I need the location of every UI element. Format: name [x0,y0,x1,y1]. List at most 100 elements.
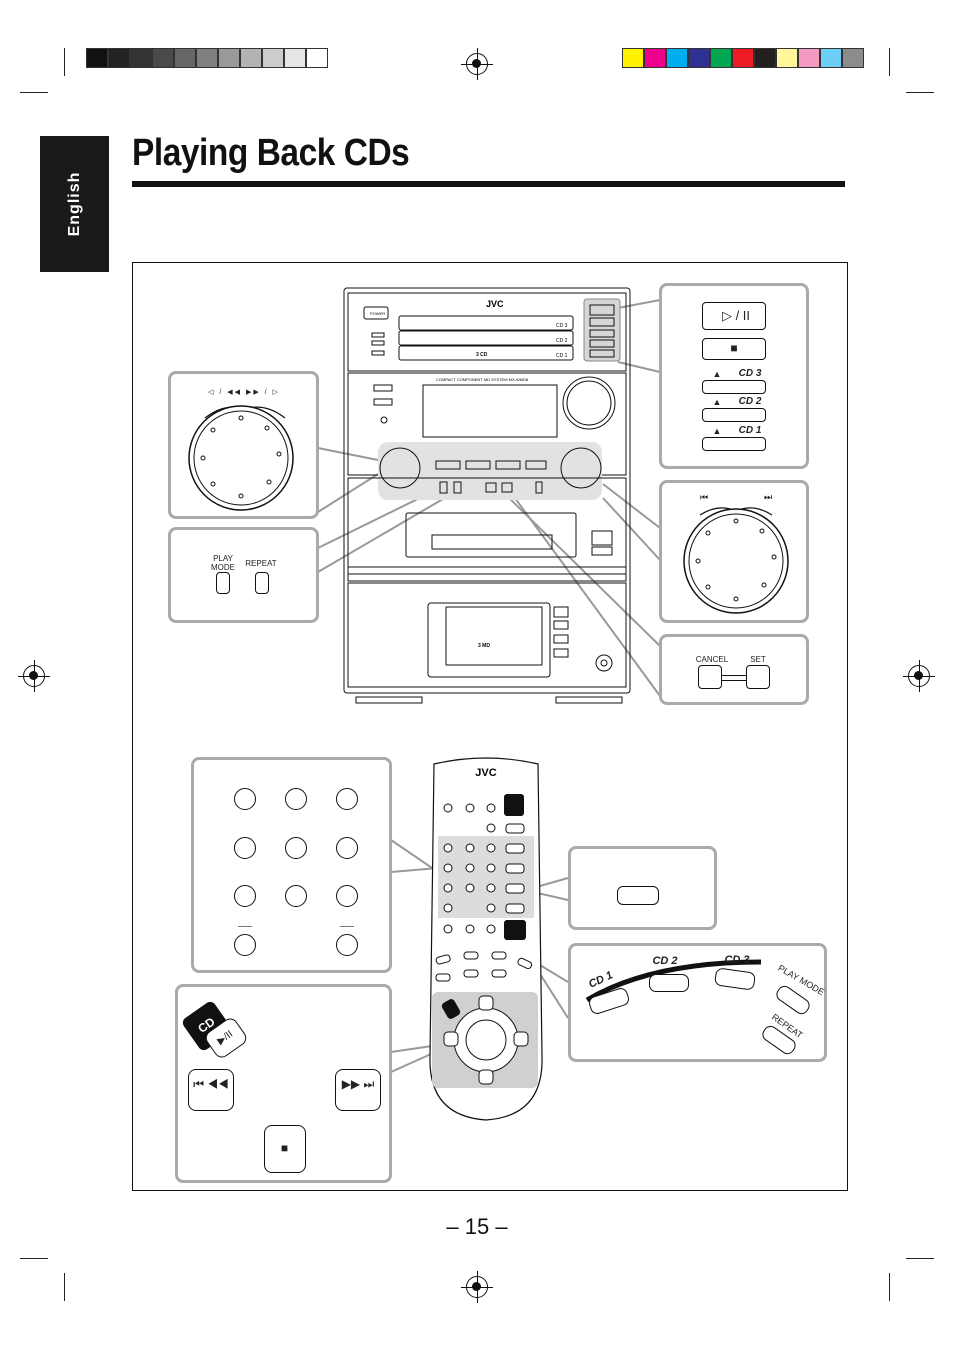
page-title: Playing Back CDs [132,132,410,174]
gray-swatch [262,48,284,68]
eject-icon: ▲ [712,426,722,436]
title-rule [132,181,845,187]
play-mode-label: PLAY MODE [211,554,235,572]
callout-remote-transport: CD ▶/II ⏮ ◀◀ ▶▶ ⏭ ■ [175,984,392,1183]
gray-swatch [174,48,196,68]
number-2-button[interactable] [285,788,307,810]
registration-mark [903,660,935,692]
color-swatch [820,48,842,68]
callout-number-keypad [191,757,392,973]
color-swatch [776,48,798,68]
unit-power-label: POWER [370,311,385,316]
color-swatch [688,48,710,68]
unit-3md-label: 3 MD [478,643,490,649]
unit-cd3-label: CD 3 [556,323,568,329]
cancel-set-link-line [722,675,746,681]
gray-swatch [196,48,218,68]
number-9-button[interactable] [336,885,358,907]
gray-swatch [108,48,130,68]
remote-cd2-button[interactable] [649,974,689,992]
language-tab: English [40,136,109,272]
illustration-frame [132,262,848,1191]
registration-mark [461,48,493,80]
remote-play-pause-icon: ▶/II [215,1028,236,1047]
gray-swatch [218,48,240,68]
number-4-button[interactable] [234,837,256,859]
remote-next-button[interactable]: ▶▶ ⏭ [335,1069,381,1111]
color-swatch [754,48,776,68]
remote-cd2-label: CD 2 [652,955,678,967]
callout-multi-control-left: ◁ / ◀◀ ▶▶ / ▷ [168,371,319,519]
number-6-button[interactable] [336,837,358,859]
number-plus10-button[interactable] [336,934,358,956]
crop-mark [64,48,65,76]
stereo-unit-illustration: JVC POWER 3 CD CD 3 CD 2 CD 1 COMPACT CO… [343,287,631,704]
eject-icon: ▲ [712,369,722,379]
crop-mark [906,92,934,93]
remote-stop-button[interactable]: ■ [264,1125,306,1173]
play-mode-button[interactable] [216,572,230,594]
gray-swatch [284,48,306,68]
number-7-button[interactable] [234,885,256,907]
callout-remote-cd-select: CD 1 CD 2 CD 3 PLAY MODE REPEAT [568,943,827,1062]
left-arrow-mark [238,926,252,927]
crop-mark [64,1273,65,1301]
color-swatch [732,48,754,68]
color-swatch [798,48,820,68]
crop-mark [20,1258,48,1259]
callout-remote-cancel-button [568,846,717,930]
callout-multi-control-right: ⏮ ⏭ [659,480,809,623]
number-10-button[interactable] [234,934,256,956]
gray-swatch [152,48,174,68]
crop-mark [906,1258,934,1259]
callout-play-mode-repeat: PLAY MODE REPEAT [168,527,319,623]
remote-prev-button[interactable]: ⏮ ◀◀ [188,1069,234,1111]
repeat-label: REPEAT [245,559,277,568]
remote-stop-icon: ■ [280,1141,289,1155]
cd-play-pause-button[interactable] [702,302,766,330]
cd-stop-button[interactable] [702,338,766,360]
crop-mark [889,48,890,76]
callout-cancel-set: CANCEL SET [659,634,809,705]
number-1-button[interactable] [234,788,256,810]
color-swatch [622,48,644,68]
cd2-label: CD 2 [738,396,762,407]
registration-mark [461,1271,493,1303]
cd2-eject-button[interactable] [702,408,766,422]
cd1-eject-button[interactable] [702,437,766,451]
unit-brand: JVC [486,299,504,309]
eject-icon: ▲ [712,397,722,407]
color-swatch [666,48,688,68]
gray-swatch [130,48,152,68]
remote-next-icon: ▶▶ ⏭ [341,1077,375,1091]
cancel-button[interactable] [698,665,722,689]
number-3-button[interactable] [336,788,358,810]
skip-prev-label: ⏮ [699,492,709,502]
unit-3cd-label: 3 CD [476,352,488,358]
remote-cd3-label: CD 3 [724,954,750,966]
cd3-eject-button[interactable] [702,380,766,394]
number-8-button[interactable] [285,885,307,907]
color-swatch [710,48,732,68]
cd-play-pause-icon: ▷ / II [721,308,751,323]
gray-swatch [306,48,328,68]
remote-brand: JVC [475,767,496,779]
multi-control-direction-label: ◁ / ◀◀ ▶▶ / ▷ [208,389,280,396]
crop-mark [889,1273,890,1301]
unit-cd1-label: CD 1 [556,353,568,359]
color-swatch [842,48,864,68]
remote-control-illustration: JVC [429,757,543,1121]
unit-model-label: COMPACT COMPONENT MD SYSTEM MX-WMD8 [436,377,529,382]
set-button[interactable] [746,665,770,689]
color-swatch [644,48,666,68]
cancel-label: CANCEL [695,655,729,664]
number-5-button[interactable] [285,837,307,859]
skip-next-label: ⏭ [763,492,773,502]
page-number: – 15 – [446,1214,508,1239]
remote-cancel-button[interactable] [617,886,659,905]
repeat-button[interactable] [255,572,269,594]
cd-stop-icon: ■ [730,341,738,355]
callout-cd-buttons: ▷ / II ■ ▲ CD 3 ▲ CD 2 ▲ CD 1 [659,283,809,469]
unit-cd2-label: CD 2 [556,338,568,344]
